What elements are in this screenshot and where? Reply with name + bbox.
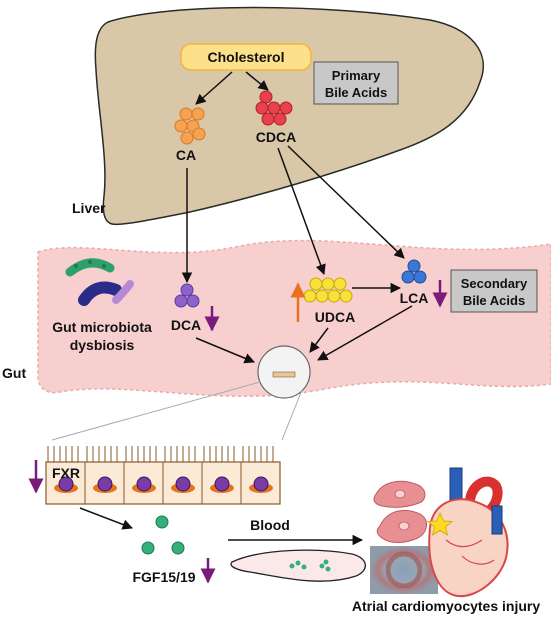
lca-label: LCA	[400, 290, 429, 306]
secondary-box-line1: Secondary	[461, 276, 528, 291]
arrow-epithelium-to-fgf	[79, 507, 133, 530]
arrow-cholesterol-to-cdca	[245, 71, 269, 91]
microbiota-line2: dysbiosis	[70, 337, 135, 353]
microbiota-line1: Gut microbiota	[52, 319, 152, 335]
cdca-label: CDCA	[256, 129, 296, 145]
secondary-bile-acids-box	[450, 269, 538, 313]
blood-vessel-icon	[230, 549, 366, 582]
primary-bile-acids-box	[313, 61, 399, 105]
liver-label: Liver	[72, 200, 106, 216]
cdca-molecule-icon	[255, 90, 293, 126]
secondary-box-line2: Bile Acids	[463, 293, 525, 308]
magnified-epithelium-thumbnail	[272, 371, 296, 378]
arrow-cholesterol-to-ca	[195, 71, 233, 105]
zoom-line-right	[281, 389, 303, 441]
arrow-cdca-to-udca	[277, 147, 326, 275]
bacteria-icon	[65, 258, 134, 306]
cardiomyocytes-icon	[373, 480, 427, 543]
udca-label: UDCA	[315, 309, 355, 325]
heart-icon	[428, 467, 509, 598]
arrow-lca-to-epithelium	[317, 305, 413, 361]
fgf-molecule-icon	[141, 515, 185, 555]
gut-label: Gut	[2, 365, 26, 381]
epithelium-cells	[45, 446, 281, 505]
dca-molecule-icon	[174, 283, 200, 308]
cholesterol-label: Cholesterol	[207, 49, 284, 65]
ca-label: CA	[176, 147, 196, 163]
star-icon	[426, 512, 454, 536]
fxr-label: FXR	[52, 465, 80, 481]
arrow-cdca-to-lca	[287, 145, 405, 259]
cholesterol-pill	[180, 43, 312, 71]
primary-box-line1: Primary	[332, 68, 381, 83]
arrow-dca-to-epithelium	[195, 337, 255, 364]
fgf-label: FGF15/19	[132, 569, 195, 585]
liver-shape	[94, 6, 485, 226]
primary-box-line2: Bile Acids	[325, 85, 387, 100]
ca-molecule-icon	[174, 107, 206, 145]
injury-label: Atrial cardiomyocytes injury	[352, 598, 541, 614]
blood-label: Blood	[250, 517, 290, 533]
zoom-line-left	[51, 381, 261, 441]
udca-molecule-icon	[303, 277, 353, 303]
micrograph-image	[370, 546, 438, 594]
lca-molecule-icon	[401, 259, 427, 284]
dca-label: DCA	[171, 317, 201, 333]
arrow-udca-to-epithelium	[309, 327, 329, 353]
